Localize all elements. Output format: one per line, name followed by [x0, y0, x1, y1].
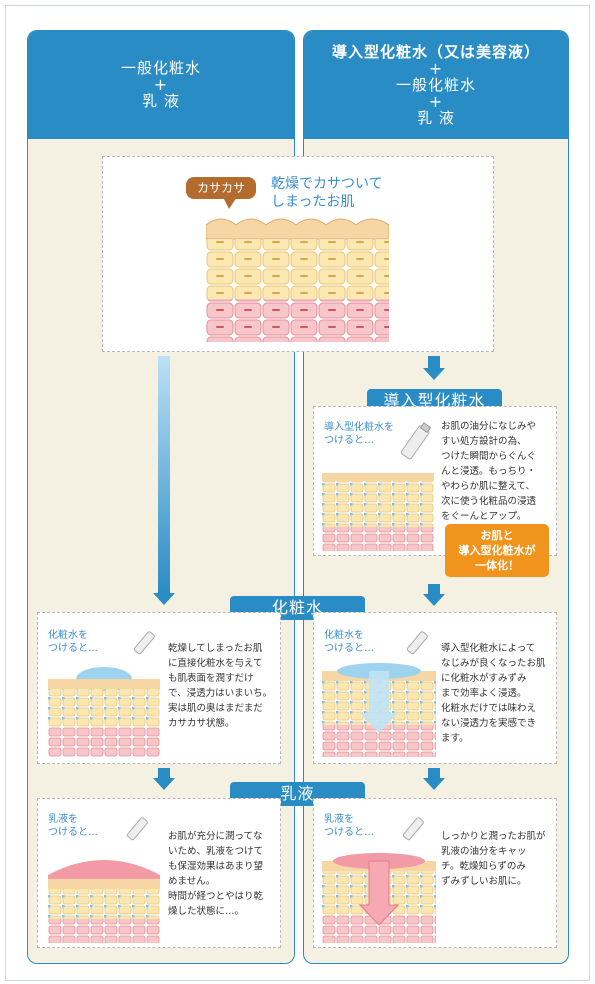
right-header-line1: 導入型化粧水（又は美容液）	[331, 42, 540, 61]
milk-left-text-2: いため、乳液をつけて	[168, 846, 264, 857]
left-column-header: 一般化粧水 + 乳 液	[28, 31, 294, 139]
right-arrow3-head	[423, 778, 445, 790]
right-header-plus1: +	[428, 58, 444, 78]
toner-right-description: 導入型化粧水によって なじみが良くなったお肌 に化粧水がすみずみ まで効率よく浸…	[441, 641, 555, 746]
intro-toner-panel: 導入型化粧水を つけると… お肌の油分になじみや すい処方設計の為、 つけた瞬間…	[313, 406, 557, 556]
milk-right-label-line1: 乳液を	[324, 814, 354, 825]
toner-left-text-4: で、浸透力はいまいち。	[168, 688, 273, 699]
milk-right-text-3: チ。乾燥知らずのみ	[441, 861, 526, 872]
milk-left-label-line2: つけると…	[48, 827, 98, 838]
intro-badge-line3: 一体化！	[475, 559, 519, 572]
intro-text-7: をぐーんとアップ。	[441, 511, 527, 522]
dry-skin-caption-line1: 乾燥でカサついて	[271, 176, 383, 192]
right-header-line2: 一般化粧水	[395, 75, 476, 94]
left-long-arrow-stem	[158, 356, 170, 593]
toner-right-label-line2: つけると…	[324, 643, 374, 654]
intro-text-6: 次に使う化粧品の浸透	[441, 496, 537, 507]
intro-text-5: やわらか肌に整えて、	[441, 481, 536, 492]
right-arrow1-head	[423, 368, 445, 380]
intro-label-line2: つけると…	[324, 435, 374, 446]
intro-text-2: すい処方設計の為、	[441, 436, 527, 447]
milk-right-label-line2: つけると…	[324, 827, 374, 838]
milk-right-skin-illustration	[322, 853, 436, 943]
right-arrow2-stem	[428, 584, 440, 594]
toner-right-bottle-icon	[406, 631, 428, 655]
right-header-line3: 乳 液	[417, 108, 455, 127]
milk-right-bottle-icon	[402, 817, 424, 841]
toner-left-label-line1: 化粧水を	[48, 630, 88, 641]
badge-tail	[223, 197, 237, 209]
dry-skin-panel: カサカサ 乾燥でカサついて しまったお肌	[102, 156, 494, 352]
toner-left-description: 乾燥してしまったお肌 に直接化粧水を与えて も肌表面を潤すだけ で、浸透力はいま…	[168, 641, 278, 731]
dry-skin-caption: 乾燥でカサついて しまったお肌	[271, 175, 383, 211]
intro-text-3: つけた瞬間からぐんぐ	[441, 451, 537, 462]
toner-right-label-line1: 化粧水を	[324, 630, 364, 641]
toner-left-label: 化粧水を つけると…	[48, 629, 98, 655]
intro-text-1: お肌の油分になじみや	[441, 421, 537, 432]
right-column-header: 導入型化粧水（又は美容液） + 一般化粧水 + 乳 液	[304, 31, 568, 139]
dry-skin-caption-line2: しまったお肌	[271, 194, 355, 210]
right-header-plus2: +	[428, 91, 444, 111]
bottle-icon	[400, 422, 432, 460]
dry-skin-illustration	[206, 218, 389, 342]
toner-right-text-1: 導入型化粧水によって	[441, 643, 536, 654]
toner-left-panel: 化粧水を つけると… 乾燥してしまったお肌 に直接化粧水を与えて も肌表面を潤す…	[37, 612, 281, 764]
kasakasa-badge: カサカサ	[186, 177, 256, 199]
intro-description: お肌の油分になじみや すい処方設計の為、 つけた瞬間からぐんぐ んと浸透。もっち…	[441, 419, 553, 524]
milk-right-text-1: しっかりと潤ったお肌が	[441, 831, 546, 842]
milk-left-label-line1: 乳液を	[48, 814, 78, 825]
toner-right-text-2: なじみが良くなったお肌	[441, 658, 546, 669]
milk-right-text-2: 乳液の油分をキャッ	[441, 846, 527, 857]
toner-right-text-5: 化粧水だけでは味わえ	[441, 703, 537, 714]
milk-left-text-4: めません。	[168, 876, 216, 887]
toner-left-text-2: に直接化粧水を与えて	[168, 658, 263, 669]
toner-right-text-3: に化粧水がすみずみ	[441, 673, 527, 684]
intro-badge-line1: お肌と	[480, 529, 514, 542]
toner-left-text-3: も肌表面を潤すだけ	[168, 673, 254, 684]
milk-right-panel: 乳液を つけると… しっかりと潤ったお肌が 乳液の油分をキャッ チ。乾燥知らずの…	[313, 798, 557, 948]
milk-right-description: しっかりと潤ったお肌が 乳液の油分をキャッ チ。乾燥知らずのみ ずみずしいお肌に…	[441, 829, 555, 889]
left-arrow3-stem	[158, 768, 170, 778]
toner-left-text-6: カサカサ状態。	[168, 718, 235, 729]
right-arrow2-head	[423, 594, 445, 606]
intro-skin-illustration	[322, 473, 434, 551]
milk-left-description: お肌が充分に潤ってな いため、乳液をつけて も保湿効果はあまり望 めません。 時…	[168, 829, 280, 919]
milk-left-text-3: も保湿効果はあまり望	[168, 861, 264, 872]
right-arrow3-stem	[428, 768, 440, 778]
toner-left-text-1: 乾燥してしまったお肌	[168, 643, 263, 654]
toner-right-skin-illustration	[322, 663, 436, 757]
toner-right-text-7: ます。	[441, 733, 469, 744]
left-header-line2: 乳 液	[142, 92, 180, 110]
milk-left-text-1: お肌が充分に潤ってな	[168, 831, 263, 842]
right-arrow1-stem	[428, 356, 440, 368]
milk-left-panel: 乳液を つけると… お肌が充分に潤ってな いため、乳液をつけて も保湿効果はあま…	[37, 798, 281, 948]
intro-unity-badge: お肌と 導入型化粧水が 一体化！	[445, 524, 549, 577]
toner-left-bottle-icon	[133, 631, 155, 655]
toner-left-text-5: 実は肌の奥はまだまだ	[168, 703, 263, 714]
toner-right-label: 化粧水を つけると…	[324, 629, 374, 655]
toner-right-text-4: まで効率よく浸透。	[441, 688, 527, 699]
milk-left-text-6: 燥した状態に…。	[168, 906, 245, 917]
milk-left-label: 乳液を つけると…	[48, 813, 98, 839]
intro-label-line1: 導入型化粧水を	[324, 422, 394, 433]
left-header-plus: +	[153, 75, 169, 94]
left-header-line1: 一般化粧水	[120, 59, 201, 77]
milk-left-text-5: 時間が経つとやはり乾	[168, 891, 264, 902]
toner-right-text-6: ない浸透力を実感でき	[441, 718, 537, 729]
intro-badge-line2: 導入型化粧水が	[458, 544, 536, 557]
toner-left-label-line2: つけると…	[48, 643, 98, 654]
toner-right-panel: 化粧水を つけると… 導入型化粧水によって なじみが良くなったお肌 に化粧水がす…	[313, 612, 557, 764]
milk-right-text-4: ずみずしいお肌に。	[441, 876, 527, 887]
left-long-arrow-head	[153, 593, 175, 605]
milk-left-skin-illustration	[48, 860, 160, 943]
intro-text-4: んと浸透。もっちり・	[441, 466, 537, 477]
milk-right-label: 乳液を つけると…	[324, 813, 374, 839]
intro-label: 導入型化粧水を つけると…	[324, 421, 394, 447]
left-arrow3-head	[153, 778, 175, 790]
milk-left-bottle-icon	[126, 817, 148, 841]
toner-left-skin-illustration	[48, 667, 160, 757]
